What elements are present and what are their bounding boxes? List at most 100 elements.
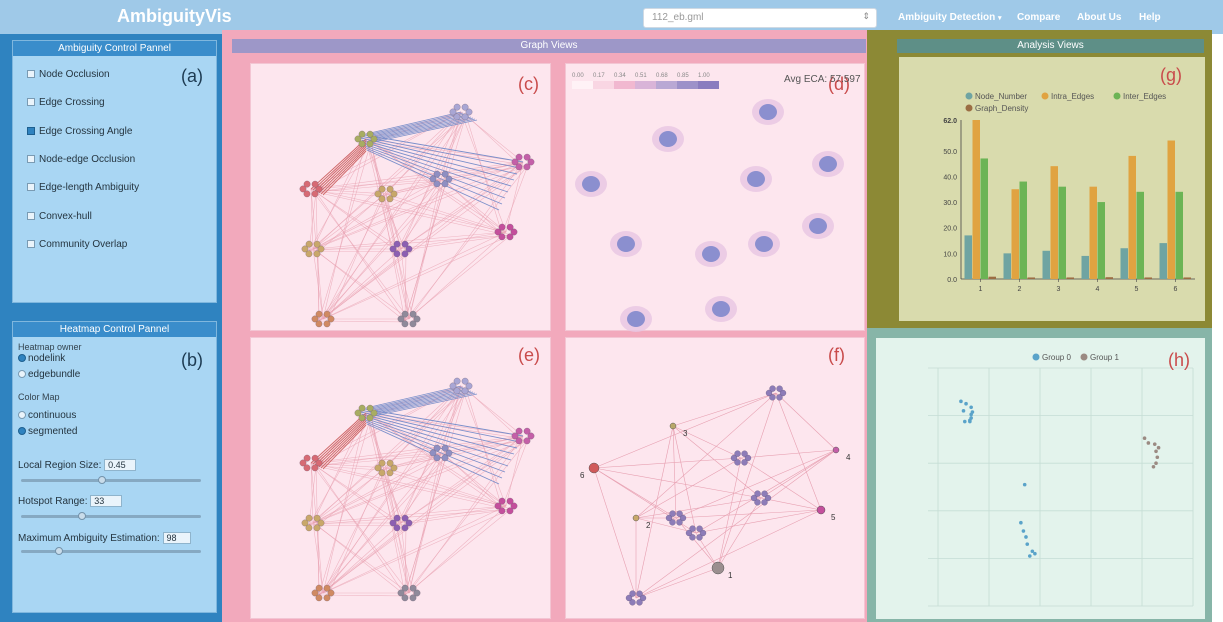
bundled-edge [365,385,462,409]
graph-node [515,163,523,171]
graph-node [445,449,453,457]
graph-node [401,250,409,258]
radio-edgebundle[interactable]: edgebundle [18,369,80,380]
x-tick-label: 5 [1135,286,1139,293]
graph-node [730,454,738,462]
bundled-edge [369,389,470,413]
panel-letter-a: (a) [181,66,203,86]
slider-thumb[interactable] [77,512,86,520]
checkbox-item[interactable]: Edge Crossing [27,97,105,108]
bundled-edge [362,415,512,461]
graph-node [629,590,636,597]
graph-node [370,409,378,417]
app-title[interactable]: AmbiguityVis [117,6,232,26]
radio-dot[interactable] [18,370,26,378]
graph-edge [408,161,524,320]
radio-dot[interactable] [18,354,26,362]
hotspot-range-slider[interactable] [21,512,201,520]
node-link-graph-c[interactable] [251,64,552,332]
node-link-graph-e[interactable] [251,338,552,620]
max-ambiguity-slider[interactable] [21,547,201,555]
slider-thumb[interactable] [98,476,107,484]
community-node [711,561,725,575]
radio-label: nodelink [28,353,66,364]
legend-marker [1113,92,1121,100]
nav-help[interactable]: Help [1139,12,1161,23]
bar [1159,243,1167,279]
bundled-edge [361,413,515,455]
graph-view-e[interactable]: (e) [250,337,551,619]
graph-node [311,454,319,462]
local-region-size-input[interactable]: 0.45 [104,459,137,471]
graph-node [311,589,319,597]
graph-node [305,524,313,532]
radio-segmented[interactable]: segmented [18,426,77,437]
checkbox-label: Convex-hull [39,210,92,222]
nav-ambiguity-detection[interactable]: Ambiguity Detection ▾ [898,12,1002,23]
x-tick-label: 4 [1096,286,1100,293]
checkbox-item[interactable]: Edge Crossing Angle [27,126,132,137]
community-edge [672,392,777,427]
heat-hotspot [759,104,777,120]
scatter-point [1152,442,1157,446]
graph-edge [381,195,415,323]
graph-edge [308,508,512,526]
radio-dot[interactable] [18,427,26,435]
bundled-edge [370,116,472,140]
radio-dot[interactable] [18,411,26,419]
checkbox-item[interactable]: Convex-hull [27,211,92,222]
panel-letter-b: (b) [181,350,203,370]
hotspot-range-input[interactable]: 33 [90,495,123,507]
nav-compare[interactable]: Compare [1017,12,1061,23]
checkbox-item[interactable]: Community Overlap [27,239,127,250]
checkbox[interactable] [27,126,35,135]
radio-continuous[interactable]: continuous [18,410,76,421]
graph-file-select[interactable]: 112_eb.gml ⇕ [643,8,877,28]
radio-nodelink[interactable]: nodelink [18,353,65,364]
checkbox[interactable] [27,70,35,78]
scatter-point [1142,436,1147,441]
graph-node [689,534,696,541]
checkbox[interactable] [27,183,35,192]
checkbox[interactable] [27,239,35,248]
slider-thumb[interactable] [55,547,64,555]
graph-node [358,414,366,422]
max-ambiguity-input[interactable]: 98 [162,532,191,544]
graph-edge [396,508,512,526]
view-letter-d: (d) [828,74,850,94]
scatter-point [1033,551,1037,556]
graph-node [299,185,307,193]
legend-tick: 0.34 [614,73,626,79]
checkbox-item[interactable]: Edge-length Ambiguity [27,182,139,193]
graph-node [527,158,535,166]
community-edge [593,467,637,599]
graph-edge [381,195,407,253]
graph-edge [404,438,529,596]
graph-edge [381,388,467,471]
graph-edge [315,191,503,235]
checkbox[interactable] [27,98,35,107]
checkbox-item[interactable]: Node Occlusion [27,69,110,80]
bundled-edge [362,141,512,187]
bundled-edge [358,407,524,437]
graph-view-c[interactable]: (c) [250,63,551,331]
bar [1019,181,1027,279]
community-edge [635,509,822,599]
local-region-size-slider[interactable] [21,476,201,484]
legend-swatch [698,81,719,89]
checkbox-item[interactable]: Node-edge Occlusion [27,154,135,165]
checkbox[interactable] [27,154,35,163]
community-edge [675,509,822,519]
graph-node [366,414,374,422]
nav-about-us[interactable]: About Us [1077,12,1122,23]
checkbox-label: Community Overlap [39,238,128,250]
checkbox[interactable] [27,211,35,220]
graph-node [433,180,441,188]
